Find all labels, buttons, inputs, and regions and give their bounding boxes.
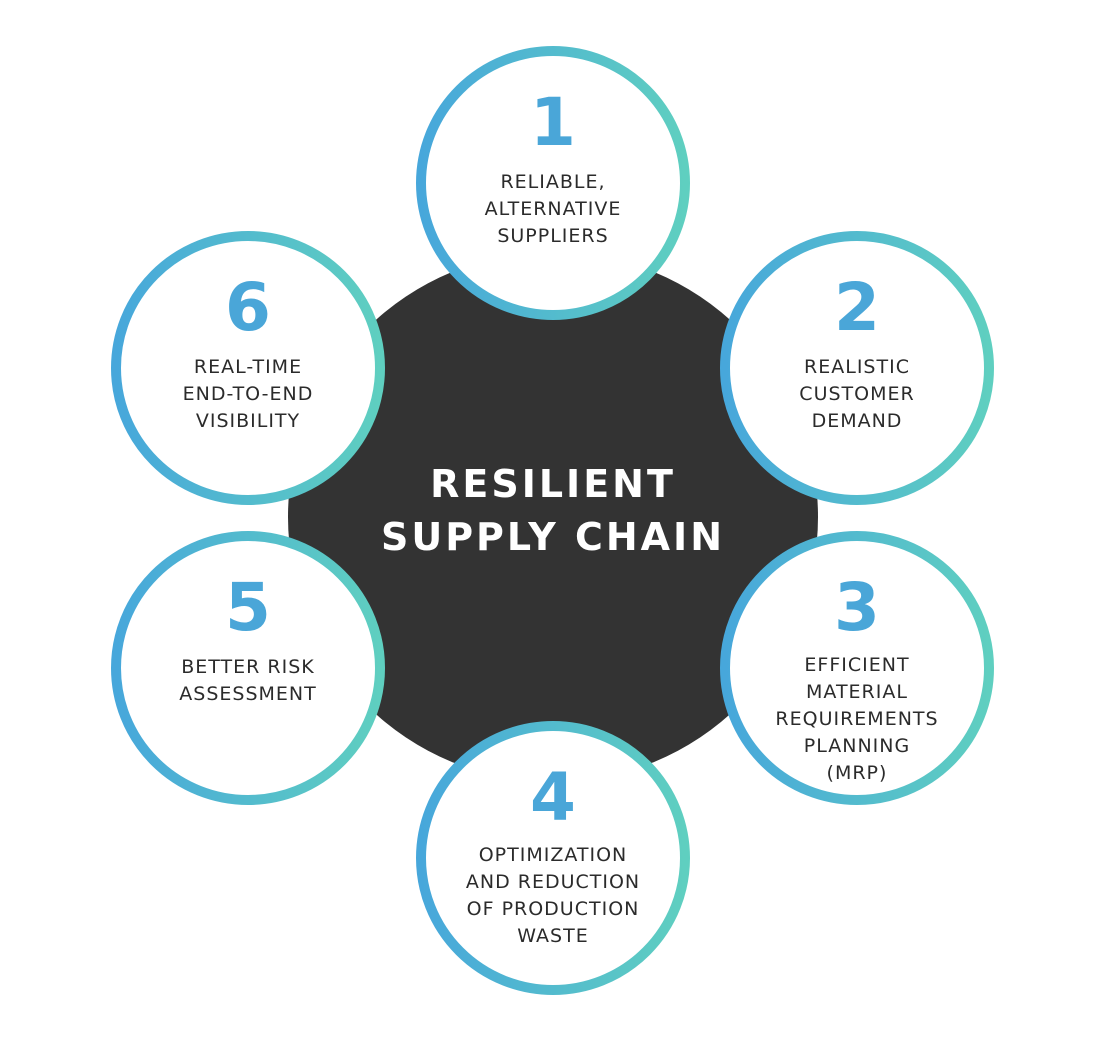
node-label-line: BETTER RISK (181, 656, 315, 678)
node-number: 1 (530, 84, 576, 161)
node-label-line: (MRP) (827, 762, 888, 784)
node-number: 6 (225, 269, 271, 346)
node-label-line: WASTE (517, 925, 588, 947)
center-title-line-2: SUPPLY CHAIN (381, 515, 725, 559)
node-label-line: CUSTOMER (799, 383, 914, 405)
node-label-line: VISIBILITY (196, 410, 300, 432)
node-number: 2 (834, 269, 880, 346)
node-label-line: RELIABLE, (500, 171, 605, 193)
node-label-line: ALTERNATIVE (485, 198, 622, 220)
node-label-line: MATERIAL (806, 681, 908, 703)
node-label-line: ASSESSMENT (179, 683, 316, 705)
node-number: 4 (530, 759, 576, 836)
node-label-line: REALISTIC (804, 356, 910, 378)
node-circle (416, 721, 690, 995)
node-number: 3 (834, 569, 880, 646)
node-label-line: AND REDUCTION (466, 871, 640, 893)
node-label-line: PLANNING (804, 735, 910, 757)
node-label-line: REQUIREMENTS (775, 708, 938, 730)
node-circle (720, 231, 994, 505)
node-label-line: REAL-TIME (194, 356, 302, 378)
node-label-line: SUPPLIERS (497, 225, 608, 247)
node-label-line: END-TO-END (183, 383, 314, 405)
node-circle (416, 46, 690, 320)
node-circle (111, 231, 385, 505)
center-title-line-1: RESILIENT (430, 462, 676, 506)
node-number: 5 (225, 569, 271, 646)
node-circle (111, 531, 385, 805)
node-label-line: DEMAND (812, 410, 903, 432)
node-label-line: OPTIMIZATION (479, 844, 628, 866)
node-label-line: EFFICIENT (804, 654, 909, 676)
node-label-line: OF PRODUCTION (467, 898, 640, 920)
node-circle (720, 531, 994, 805)
center-hub (288, 252, 818, 782)
